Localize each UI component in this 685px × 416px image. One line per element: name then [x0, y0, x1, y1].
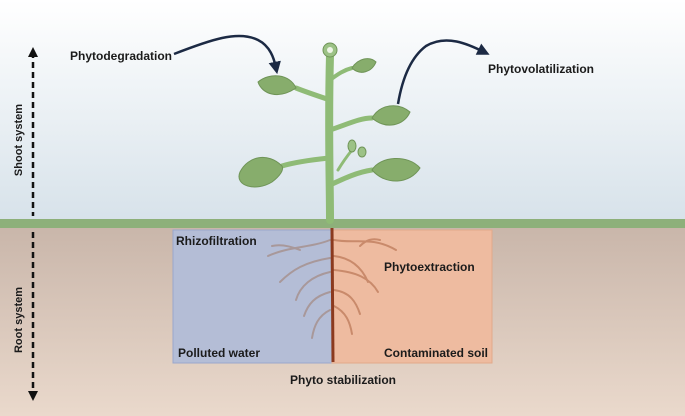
left-roots — [267, 239, 331, 339]
polluted-water-label: Polluted water — [178, 346, 261, 360]
phytodegradation-label: Phytodegradation — [70, 49, 173, 63]
phytovolatilization-arrow — [396, 39, 490, 105]
phytodegradation-arrow — [173, 34, 281, 75]
sky-background — [0, 0, 685, 222]
right-roots — [333, 238, 397, 335]
rhizofiltration-label: Rhizofiltration — [176, 234, 257, 248]
leaf-right-middle — [371, 105, 411, 126]
root-system-label: Root system — [13, 286, 25, 354]
main-root — [330, 227, 335, 363]
phytovolatilization-label: Phytovolatilization — [488, 62, 595, 76]
ground-line — [0, 219, 685, 228]
polluted-water-zone — [172, 229, 333, 364]
plant-leaves — [238, 58, 421, 188]
plant-stem — [279, 51, 375, 224]
leaf-top-right — [351, 58, 377, 73]
phyto-stabilization-label: Phyto stabilization — [290, 373, 397, 387]
side-buds — [347, 139, 367, 158]
leaf-upper-left — [257, 75, 297, 96]
contaminated-soil-label: Contaminated soil — [384, 346, 489, 360]
flower-bud — [322, 42, 338, 58]
leaf-right-lower — [371, 158, 421, 182]
phytoextraction-label: Phytoextraction — [384, 260, 475, 274]
leaf-lower-left — [238, 157, 283, 188]
shoot-system-label: Shoot system — [13, 103, 25, 177]
contaminated-soil-zone — [331, 229, 493, 364]
